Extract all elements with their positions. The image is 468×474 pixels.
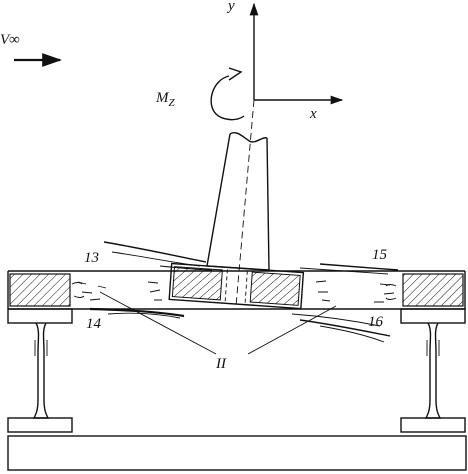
- turntable-slot-left: [224, 269, 228, 302]
- sting-top-edge: [229, 131, 268, 143]
- streak-14a: [89, 307, 185, 318]
- label-15: 15: [372, 247, 388, 263]
- coordinate-axes: y x: [226, 0, 344, 122]
- leader-left: [99, 291, 217, 355]
- turntable-slot-right: [244, 270, 248, 303]
- sting-centerline: [235, 99, 255, 307]
- right-beam-foot: [400, 417, 466, 433]
- right-hatched-block: [402, 273, 464, 307]
- streak-16c: [319, 325, 385, 343]
- turntable-right-hatch: [249, 271, 301, 306]
- y-axis-label: y: [226, 0, 235, 14]
- label-13: 13: [84, 250, 99, 266]
- streak-13b: [111, 251, 201, 267]
- base-slab: [7, 435, 467, 471]
- streak-13c: [159, 265, 213, 271]
- left-hatched-block: [9, 273, 71, 307]
- right-i-beam: [400, 322, 466, 433]
- sting-body: [206, 133, 270, 271]
- turntable-left-hatch: [171, 266, 223, 301]
- moment-arrowhead: [228, 67, 243, 81]
- left-beam-web: [32, 322, 50, 419]
- streak-13a: [103, 241, 207, 263]
- label-14: 14: [86, 316, 102, 332]
- floor-plate: [7, 270, 466, 324]
- moment-arc: [210, 75, 245, 121]
- right-beam-web: [424, 322, 442, 419]
- freestream-label: V∞: [0, 32, 20, 48]
- turntable-outline: [168, 262, 305, 310]
- moment-label: MZ: [155, 90, 176, 109]
- left-beam-foot: [7, 417, 73, 433]
- label-16: 16: [368, 314, 384, 330]
- freestream-indicator: V∞: [0, 32, 62, 67]
- right-rail-cap: [400, 308, 466, 324]
- flow-streaks: [71, 241, 399, 343]
- left-i-beam: [7, 322, 73, 433]
- surface-flow-dashes: [77, 280, 395, 303]
- streak-15b: [299, 267, 389, 275]
- streak-16b: [291, 313, 381, 327]
- streak-14b: [107, 312, 181, 319]
- region-label: II: [215, 356, 227, 372]
- corner-vortex-marks: [71, 282, 397, 300]
- region-leaders: II: [99, 291, 337, 372]
- leader-right: [247, 305, 337, 355]
- x-axis-label: x: [309, 106, 317, 122]
- streak-16a: [299, 319, 391, 337]
- left-rail-cap: [7, 308, 73, 324]
- turntable: [168, 262, 305, 310]
- streak-15a: [319, 263, 399, 271]
- moment-indicator: MZ: [155, 67, 245, 121]
